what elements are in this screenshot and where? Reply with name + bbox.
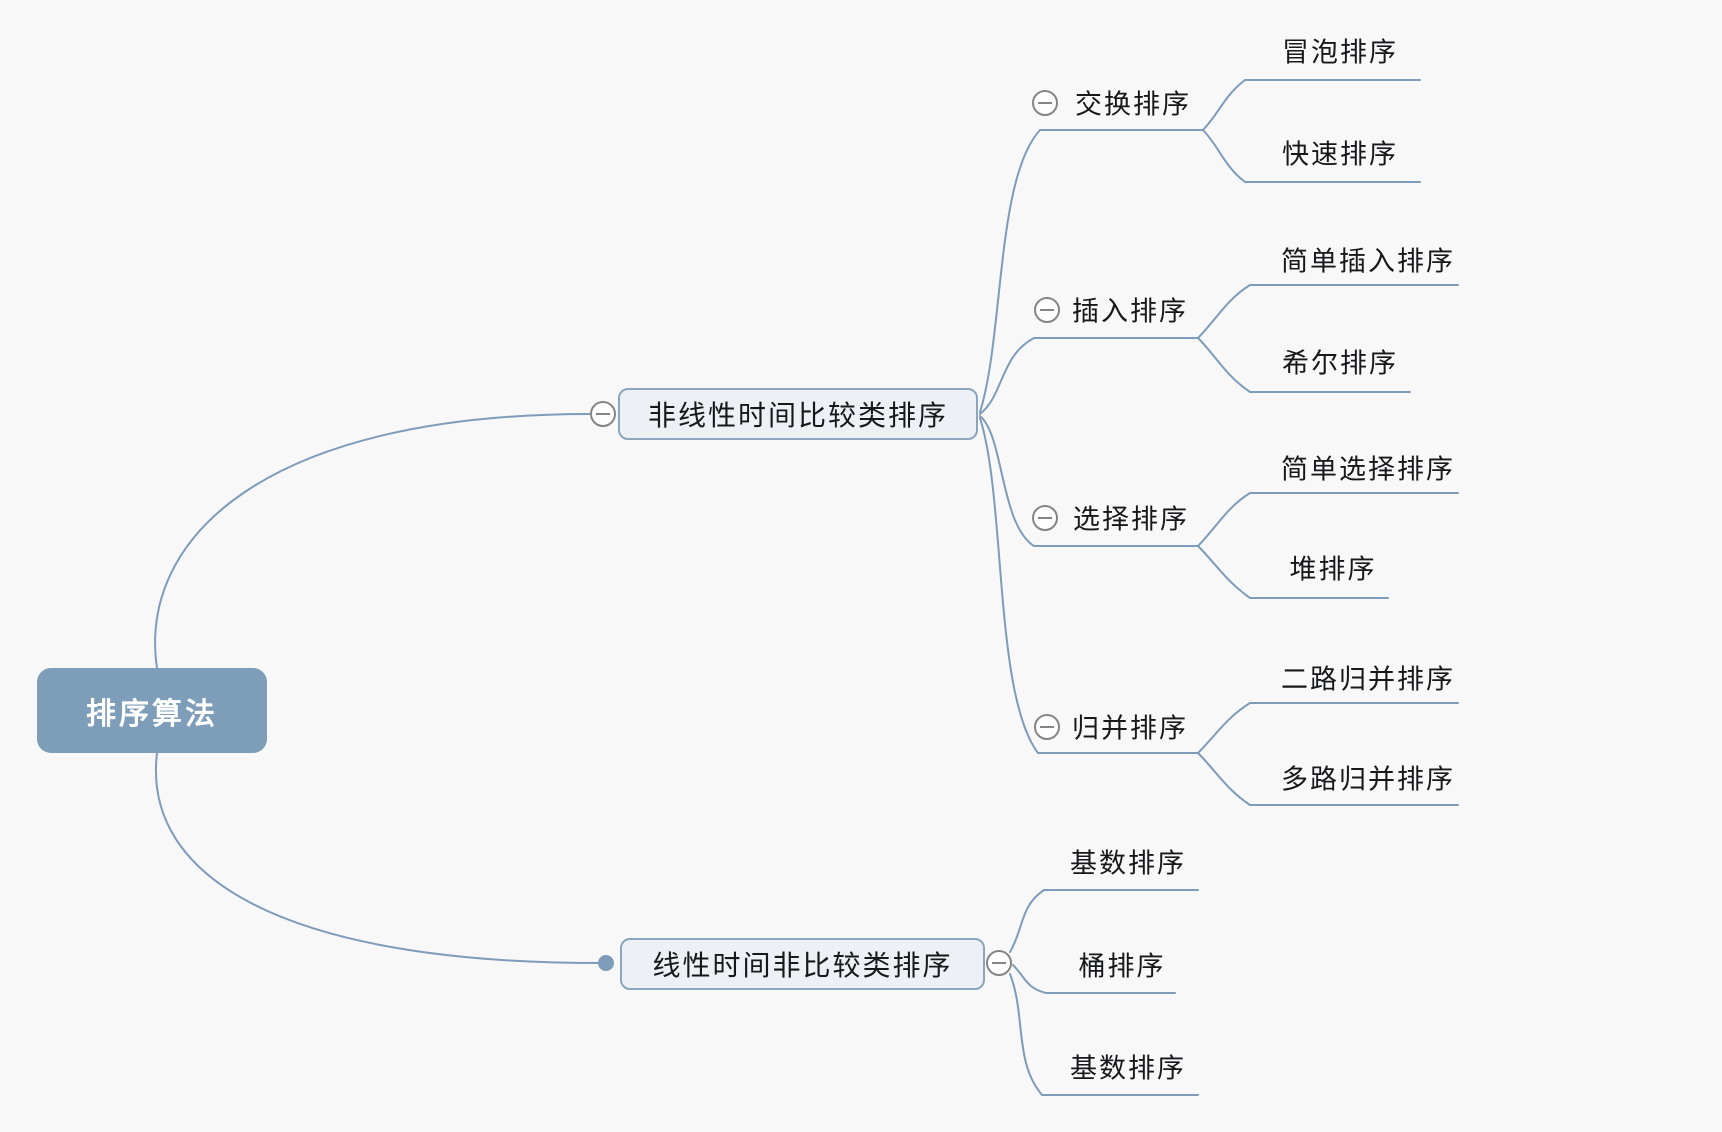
leaf-quick-sort[interactable]: 快速排序 [1282,139,1398,170]
subtopic-insertion-sort[interactable]: 插入排序 [1072,296,1188,327]
leaf-multi-way-merge-sort[interactable]: 多路归并排序 [1281,764,1455,795]
collapse-icon[interactable] [1034,714,1060,740]
subtopic-exchange-sort[interactable]: 交换排序 [1075,89,1191,120]
subtopic-merge-sort[interactable]: 归并排序 [1072,713,1188,744]
branch-node-label: 非线性时间比较类排序 [647,400,948,431]
leaf-simple-select-sort[interactable]: 简单选择排序 [1281,454,1455,485]
collapse-icon[interactable] [1032,505,1058,531]
root-node-label: 排序算法 [86,697,218,731]
subtopic-selection-sort[interactable]: 选择排序 [1073,504,1189,535]
collapse-icon[interactable] [1034,297,1060,323]
branch-node-nonlinear-comparison[interactable]: 非线性时间比较类排序 [618,388,978,440]
leaf-simple-insert-sort[interactable]: 简单插入排序 [1281,246,1455,277]
connector-dot-icon [598,955,614,971]
root-node[interactable]: 排序算法 [37,668,267,753]
leaf-bubble-sort[interactable]: 冒泡排序 [1282,37,1398,68]
leaf-heap-sort[interactable]: 堆排序 [1289,554,1377,585]
leaf-radix-sort[interactable]: 基数排序 [1070,848,1186,879]
leaf-two-way-merge-sort[interactable]: 二路归并排序 [1281,664,1455,695]
branch-node-label: 线性时间非比较类排序 [652,950,953,981]
branch-node-linear-noncomparison[interactable]: 线性时间非比较类排序 [620,938,985,990]
leaf-bucket-sort[interactable]: 桶排序 [1078,951,1166,982]
collapse-icon[interactable] [986,950,1012,976]
leaf-shell-sort[interactable]: 希尔排序 [1282,348,1398,379]
collapse-icon[interactable] [590,401,616,427]
collapse-icon[interactable] [1032,90,1058,116]
leaf-radix-sort[interactable]: 基数排序 [1070,1053,1186,1084]
